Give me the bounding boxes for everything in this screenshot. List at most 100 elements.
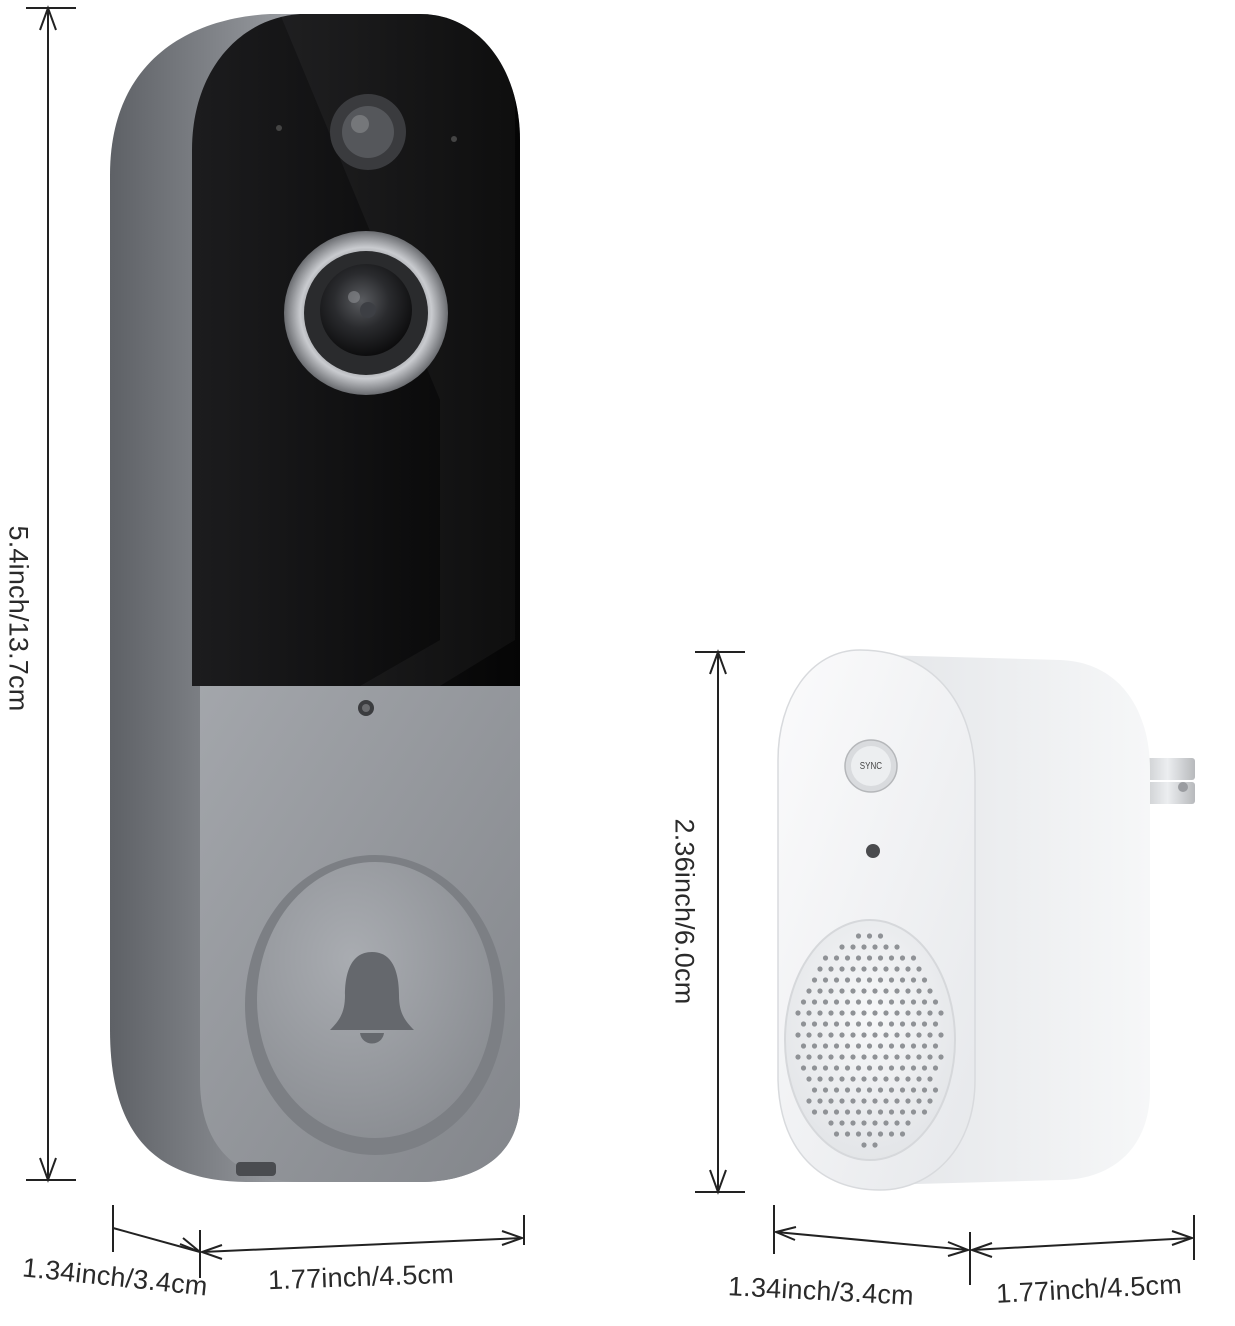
speaker-hole <box>927 1032 933 1038</box>
speaker-hole <box>883 1032 889 1038</box>
speaker-hole <box>932 1087 939 1093</box>
speaker-hole <box>806 1076 812 1082</box>
speaker-hole <box>839 1120 845 1126</box>
doorbell-gloss-reflection <box>280 14 515 686</box>
speaker-hole <box>866 955 873 961</box>
speaker-hole <box>877 999 884 1005</box>
speaker-hole <box>932 1065 939 1071</box>
speaker-hole <box>806 1054 812 1060</box>
speaker-hole <box>888 977 895 983</box>
speaker-hole <box>861 944 867 950</box>
speaker-hole <box>877 1021 884 1027</box>
speaker-hole <box>822 955 829 961</box>
speaker-hole <box>795 1010 801 1016</box>
speaker-hole <box>927 1076 933 1082</box>
speaker-hole <box>833 1109 840 1115</box>
speaker-hole <box>811 977 818 983</box>
speaker-hole <box>800 1043 807 1049</box>
speaker-hole <box>861 1076 867 1082</box>
speaker-hole <box>916 1010 922 1016</box>
speaker-hole <box>877 1109 884 1115</box>
speaker-hole <box>938 1010 944 1016</box>
speaker-hole <box>927 1098 933 1104</box>
speaker-hole <box>938 1054 944 1060</box>
speaker-hole <box>905 1054 911 1060</box>
speaker-hole <box>811 1021 818 1027</box>
sync-button-label: SYNC <box>859 761 883 772</box>
speaker-hole <box>894 1032 900 1038</box>
speaker-hole <box>850 966 856 972</box>
speaker-hole <box>833 977 840 983</box>
speaker-hole <box>844 1065 851 1071</box>
speaker-hole <box>883 1010 889 1016</box>
speaker-hole <box>899 977 906 983</box>
video-doorbell <box>110 14 520 1182</box>
speaker-hole <box>806 1098 812 1104</box>
speaker-hole <box>910 1087 917 1093</box>
speaker-hole <box>910 977 917 983</box>
speaker-hole <box>894 1120 900 1126</box>
speaker-hole <box>828 1120 834 1126</box>
speaker-hole <box>855 1065 862 1071</box>
speaker-hole <box>899 1131 906 1137</box>
speaker-hole <box>894 988 900 994</box>
speaker-hole <box>899 1043 906 1049</box>
speaker-hole <box>877 977 884 983</box>
speaker-hole <box>855 999 862 1005</box>
speaker-hole <box>927 988 933 994</box>
speaker-hole <box>800 1021 807 1027</box>
speaker-hole <box>861 1120 867 1126</box>
speaker-hole <box>916 988 922 994</box>
speaker-hole <box>822 1021 829 1027</box>
speaker-hole <box>800 1065 807 1071</box>
speaker-hole <box>833 1021 840 1027</box>
speaker-hole <box>921 1065 928 1071</box>
speaker-hole <box>921 1021 928 1027</box>
doorbell-height-label: 5.4inch/13.7cm <box>3 525 34 712</box>
speaker-hole <box>866 999 873 1005</box>
speaker-hole <box>872 1054 878 1060</box>
speaker-hole <box>894 1010 900 1016</box>
chime-height-label: 2.36inch/6.0cm <box>669 818 700 1005</box>
speaker-hole <box>833 1131 840 1137</box>
speaker-hole <box>872 988 878 994</box>
speaker-hole <box>806 988 812 994</box>
doorbell-width-dimension <box>198 1215 526 1278</box>
speaker-hole <box>800 999 807 1005</box>
chime-width-dimension <box>968 1215 1196 1285</box>
speaker-hole <box>916 966 922 972</box>
speaker-hole <box>888 1043 895 1049</box>
speaker-hole <box>883 988 889 994</box>
speaker-hole <box>811 1109 818 1115</box>
speaker-hole <box>927 1054 933 1060</box>
doorbell-width-label: 1.77inch/4.5cm <box>267 1258 455 1296</box>
speaker-hole <box>861 1098 867 1104</box>
speaker-hole <box>910 1043 917 1049</box>
speaker-hole <box>850 1010 856 1016</box>
speaker-hole <box>822 1087 829 1093</box>
speaker-hole <box>795 1054 801 1060</box>
speaker-hole <box>833 1065 840 1071</box>
speaker-hole <box>905 988 911 994</box>
speaker-hole <box>872 1076 878 1082</box>
speaker-hole <box>833 1043 840 1049</box>
speaker-hole <box>905 1032 911 1038</box>
speaker-hole <box>877 955 884 961</box>
speaker-hole <box>877 1043 884 1049</box>
speaker-hole <box>806 1010 812 1016</box>
doorbell-height-dimension <box>26 5 76 1183</box>
speaker-hole <box>883 1120 889 1126</box>
speaker-hole <box>844 977 851 983</box>
speaker-hole <box>822 1065 829 1071</box>
chime-depth-dimension <box>772 1205 972 1257</box>
speaker-hole <box>855 1109 862 1115</box>
speaker-hole <box>811 1065 818 1071</box>
speaker-hole <box>861 1032 867 1038</box>
speaker-hole <box>828 1076 834 1082</box>
speaker-hole <box>828 1032 834 1038</box>
speaker-hole <box>866 933 873 939</box>
speaker-hole <box>811 1043 818 1049</box>
speaker-hole <box>921 1087 928 1093</box>
speaker-hole <box>888 1131 895 1137</box>
